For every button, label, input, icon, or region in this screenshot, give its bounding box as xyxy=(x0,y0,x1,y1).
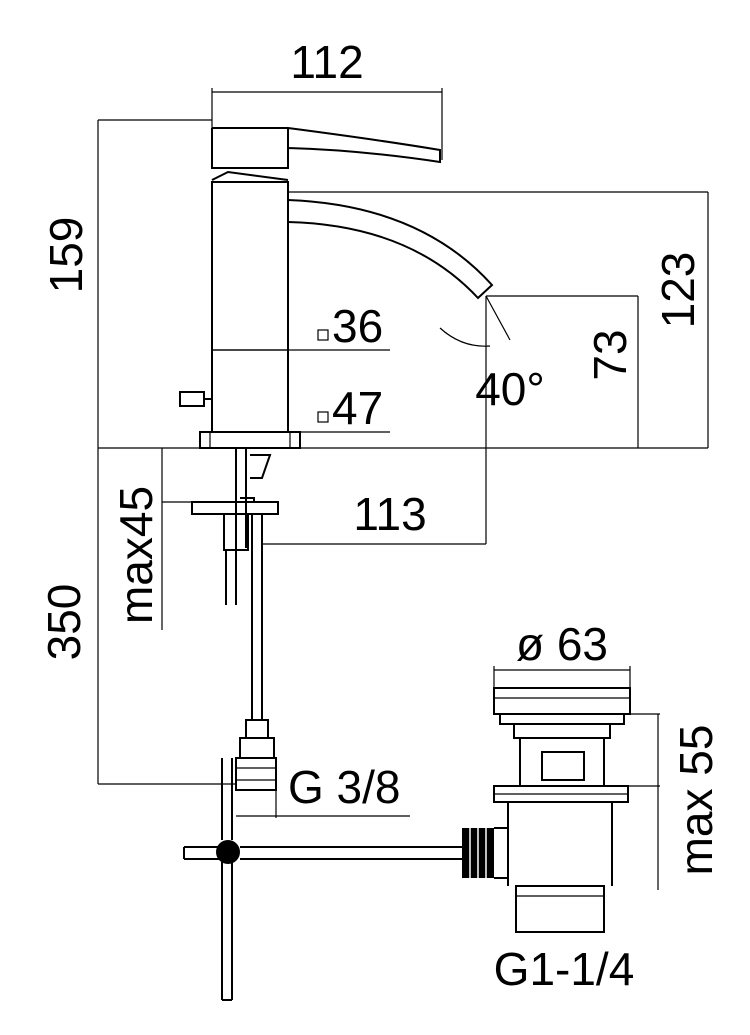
dim-spout-height: 123 xyxy=(652,252,704,329)
dim-outlet-angle: 40° xyxy=(475,363,545,415)
popup-linkage xyxy=(183,828,494,1001)
dim-spout-length: 112 xyxy=(290,36,363,88)
dim-total-height: 159 xyxy=(40,217,92,294)
dim-spout-reach: 113 xyxy=(353,488,426,540)
dim-waste-height: max 55 xyxy=(670,725,722,876)
dim-counter-thickness: max45 xyxy=(110,486,162,624)
pivot-ball xyxy=(216,840,240,864)
dim-hose-thread: G 3/8 xyxy=(288,761,401,813)
dim-outlet-height: 73 xyxy=(584,329,636,380)
dim-hose-length: 350 xyxy=(38,584,90,661)
dim-waste-diameter: ø 63 xyxy=(516,618,608,670)
dim-waste-thread: G1-1/4 xyxy=(494,943,635,995)
waste-assembly xyxy=(493,687,631,933)
dim-hole-min: 36 xyxy=(332,300,383,352)
under-counter-parts xyxy=(191,448,279,840)
dimension-lines xyxy=(97,88,709,890)
dim-hole-max: 47 xyxy=(332,382,383,434)
